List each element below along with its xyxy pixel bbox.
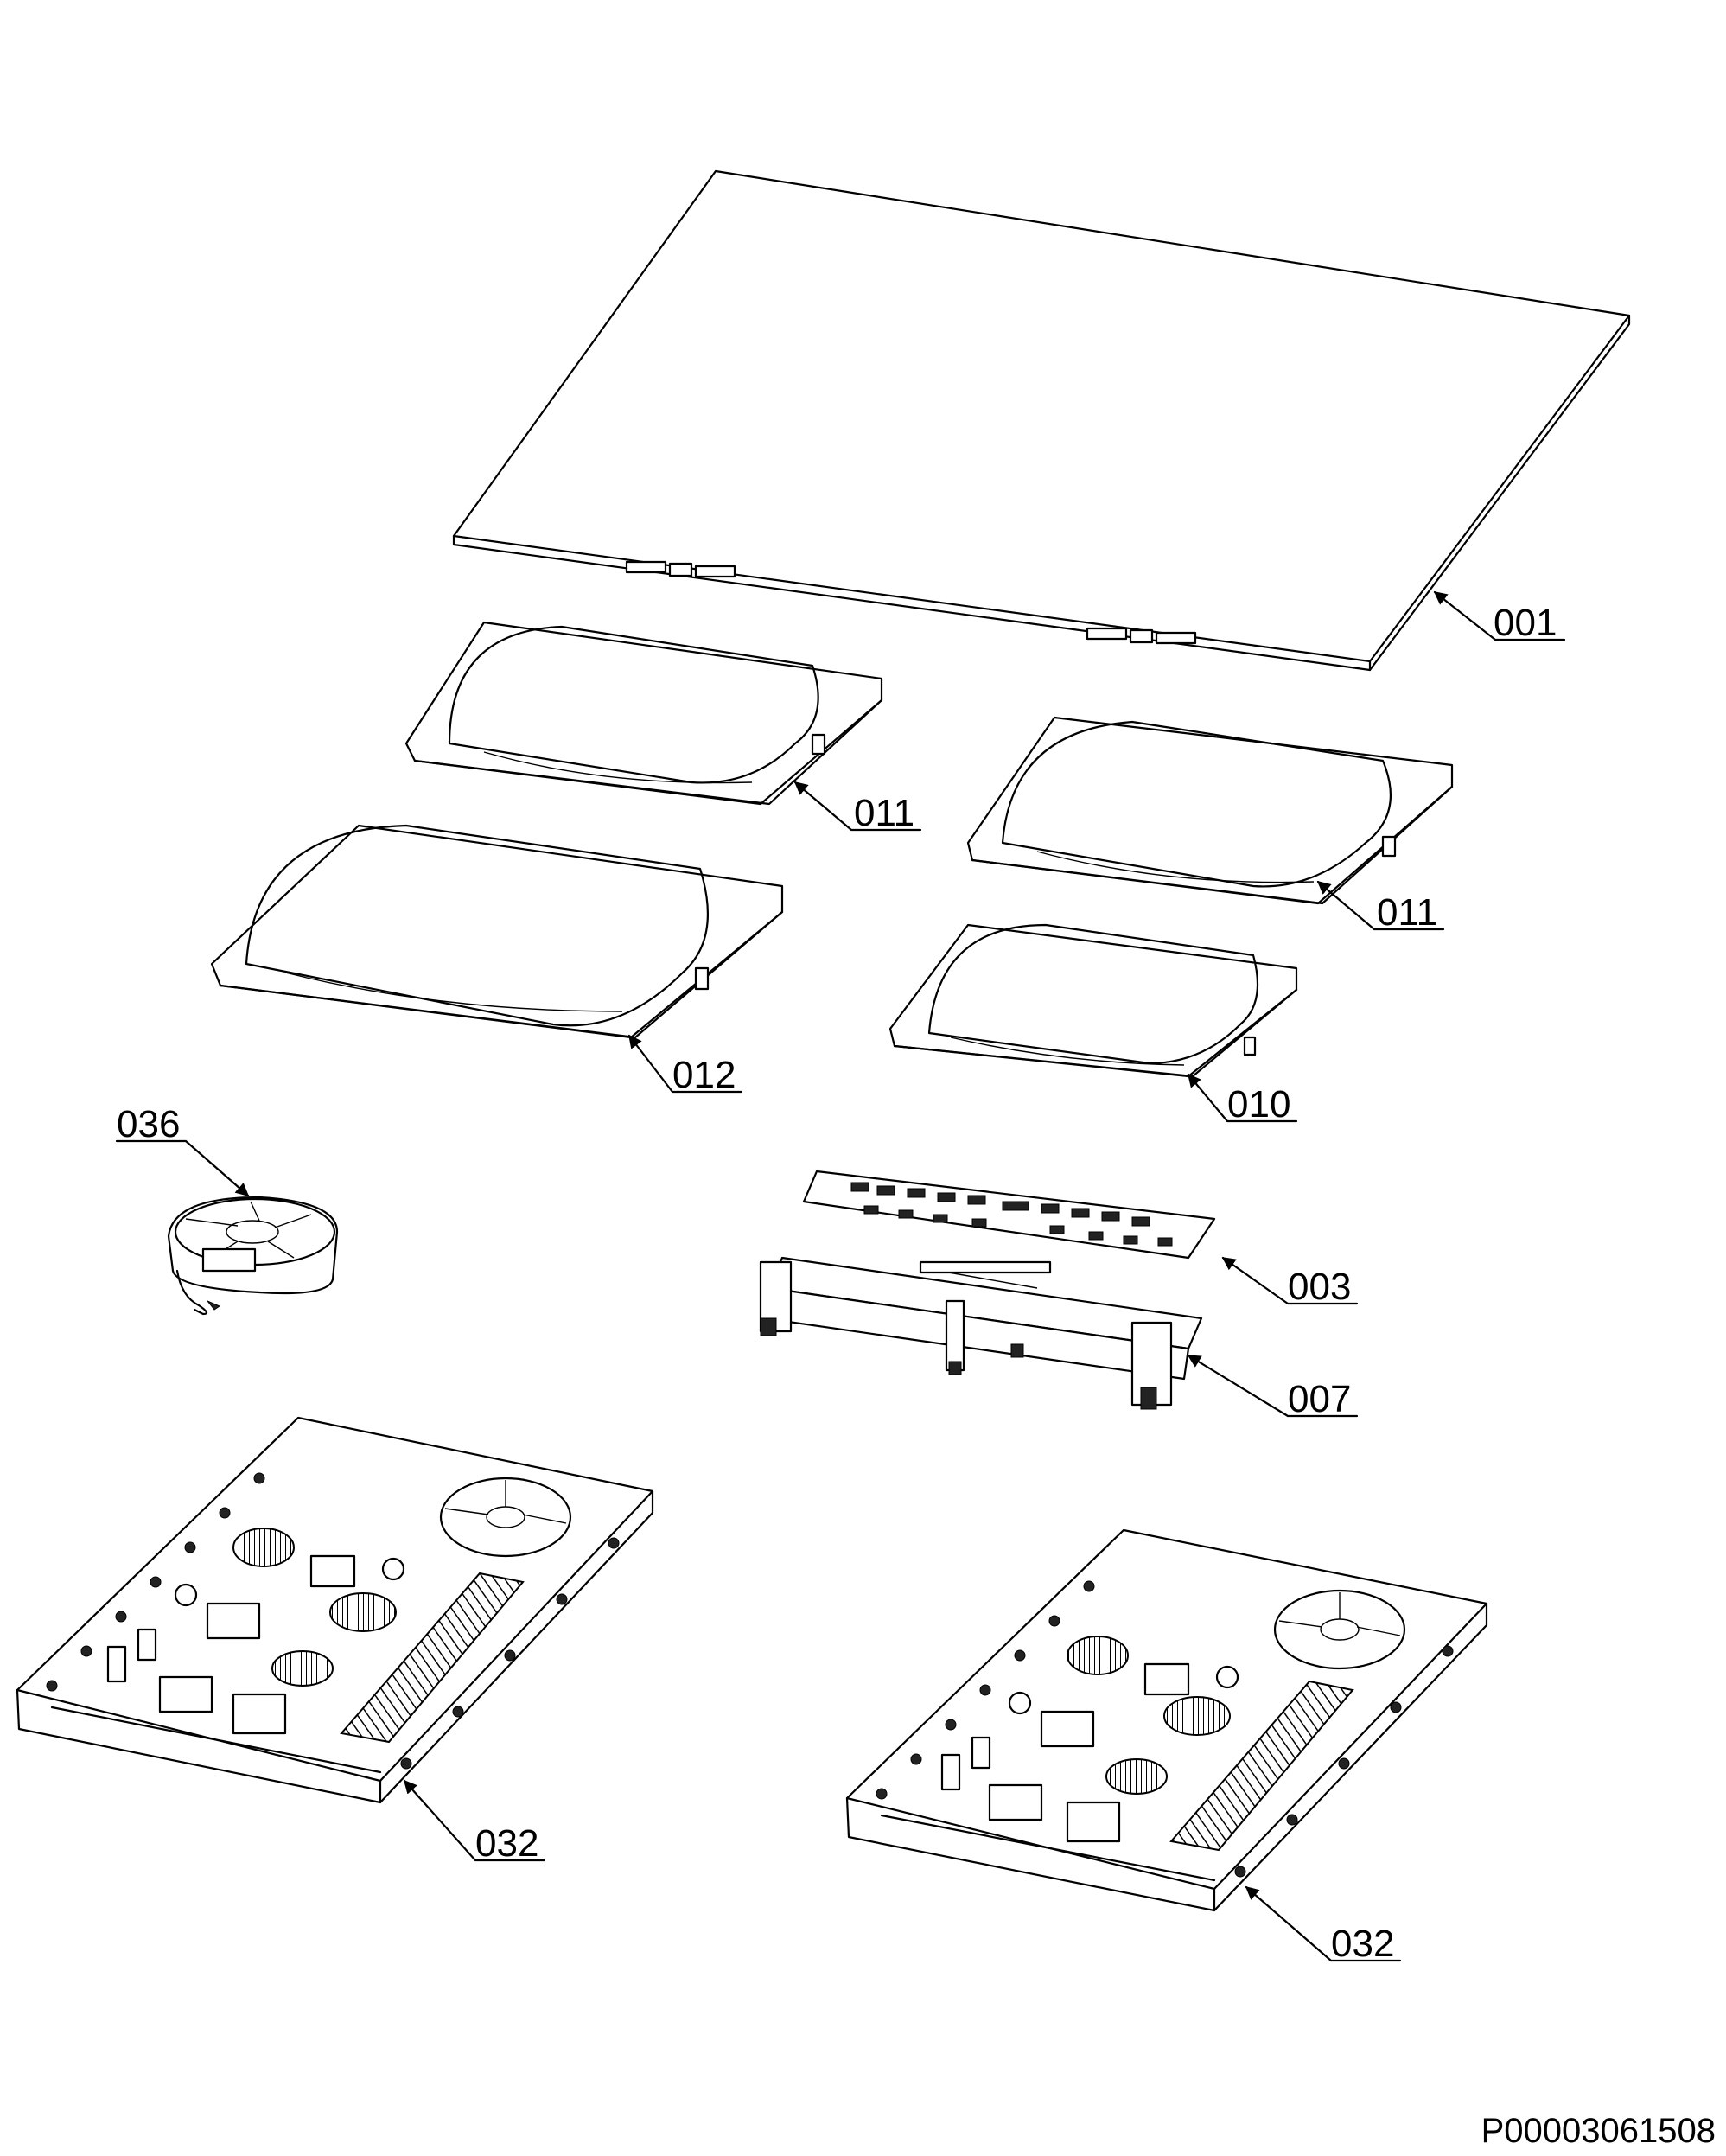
glass-top-plate [452,169,1631,672]
induction-coil-011-top-left [404,621,883,806]
label-011-right: 011 [1377,891,1437,934]
label-032-left: 032 [475,1822,538,1865]
induction-coil-010-small [888,923,1298,1078]
label-036: 036 [117,1103,180,1145]
induction-coil-012-large [210,824,784,1039]
power-module-right [845,1528,1488,1912]
label-012: 012 [672,1054,736,1096]
label-011-top: 011 [854,792,914,834]
leader-arrows [115,590,1566,1962]
label-007: 007 [1288,1378,1351,1420]
power-module-left [16,1416,654,1804]
label-010: 010 [1227,1083,1290,1126]
cooling-fan [167,1196,339,1316]
board-holder-frame [759,1256,1203,1410]
control-board [802,1170,1216,1260]
label-032-right: 032 [1331,1923,1394,1965]
label-003: 003 [1288,1266,1351,1308]
induction-coil-011-right [966,716,1454,905]
label-001: 001 [1494,602,1557,644]
document-id: P00003061508 [1481,2112,1716,2150]
